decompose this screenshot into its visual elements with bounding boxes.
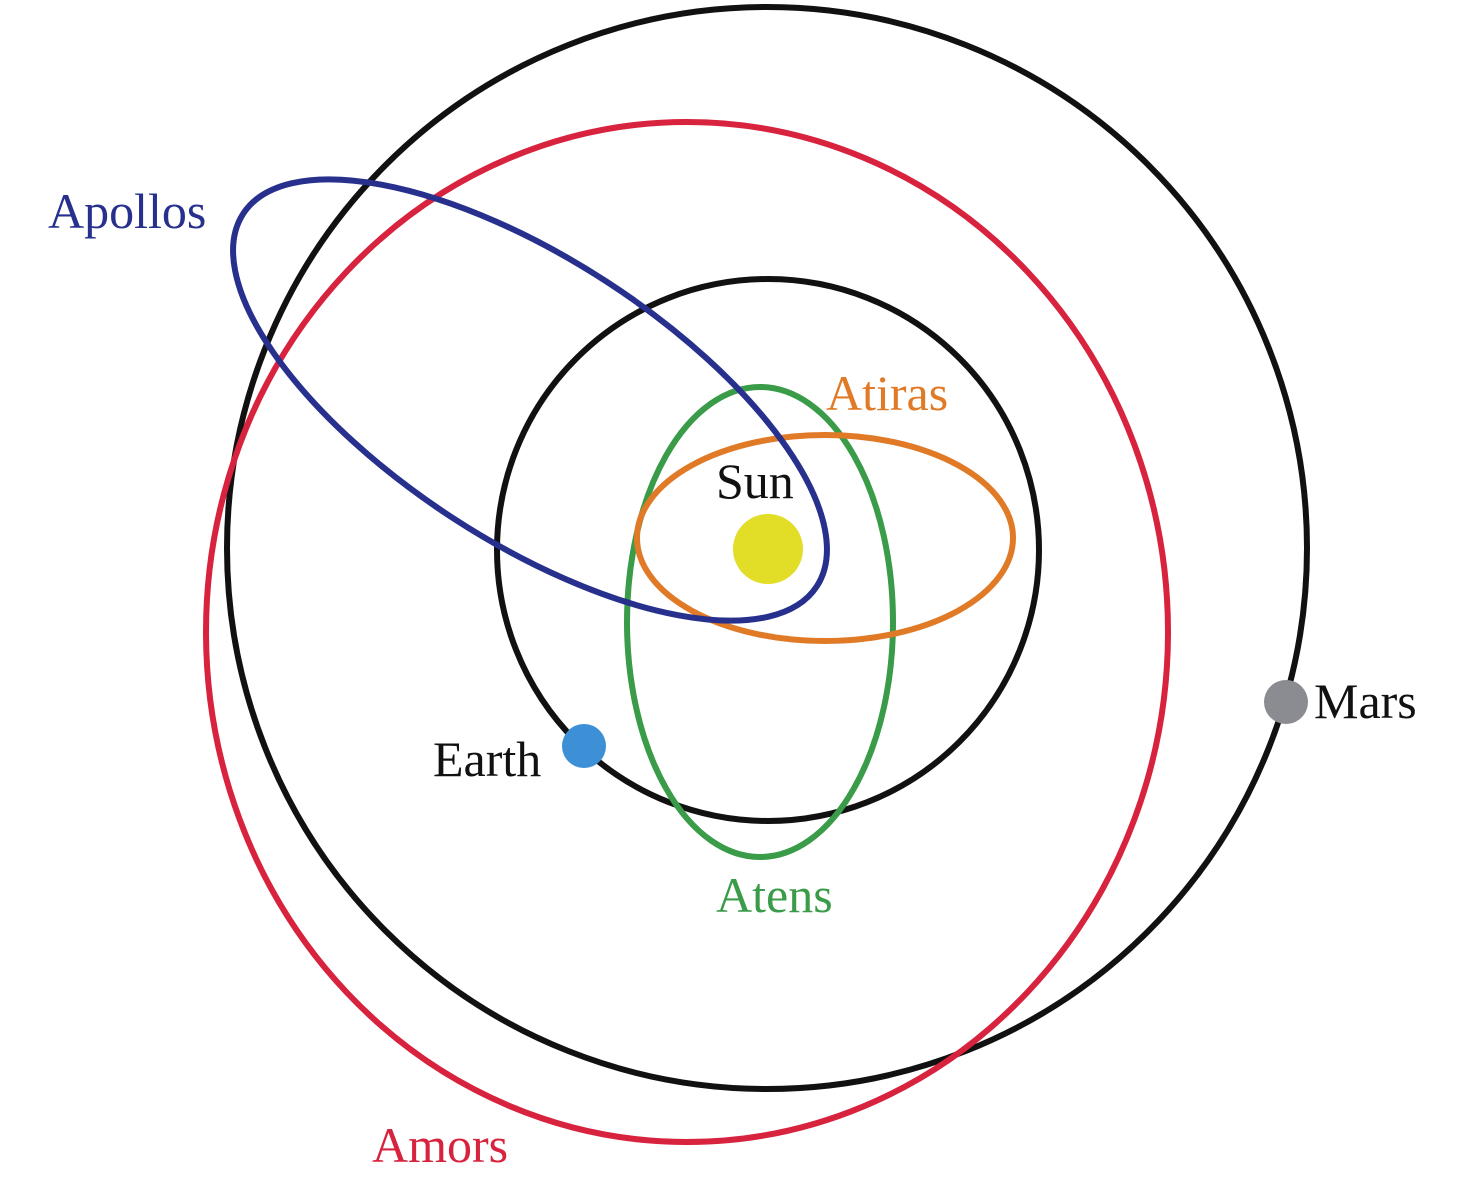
label-atiras: Atiras xyxy=(826,365,948,421)
label-sun: Sun xyxy=(716,453,794,509)
label-mars: Mars xyxy=(1314,673,1417,729)
sun-icon xyxy=(733,514,803,584)
amors-orbit xyxy=(203,119,1171,1145)
label-amors: Amors xyxy=(372,1117,508,1173)
apollos-orbit xyxy=(230,176,830,624)
earth-icon xyxy=(562,724,606,768)
atiras-orbit xyxy=(634,432,1016,644)
mars-icon xyxy=(1264,680,1308,724)
mars-orbit xyxy=(224,4,1310,1092)
label-atens: Atens xyxy=(716,867,833,923)
label-earth: Earth xyxy=(433,731,541,787)
label-apollos: Apollos xyxy=(48,183,206,239)
earth-orbit xyxy=(494,276,1042,824)
atens-orbit xyxy=(624,384,896,860)
